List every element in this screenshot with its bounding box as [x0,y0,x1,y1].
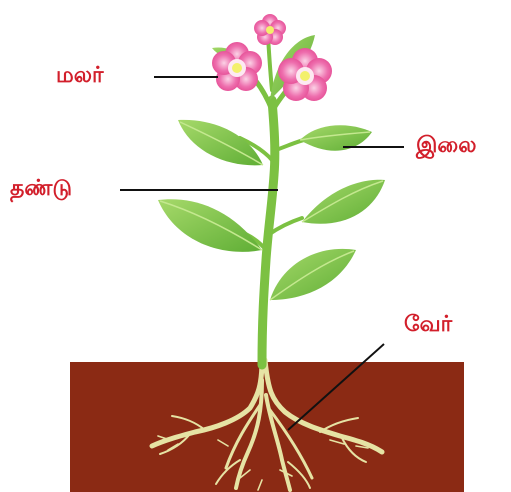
label-root: வேர் [404,314,452,336]
label-flower: மலர் [56,65,103,87]
flower-top [254,14,286,45]
label-leaf: இலை [416,135,476,157]
label-stem: தண்டு [10,178,72,200]
